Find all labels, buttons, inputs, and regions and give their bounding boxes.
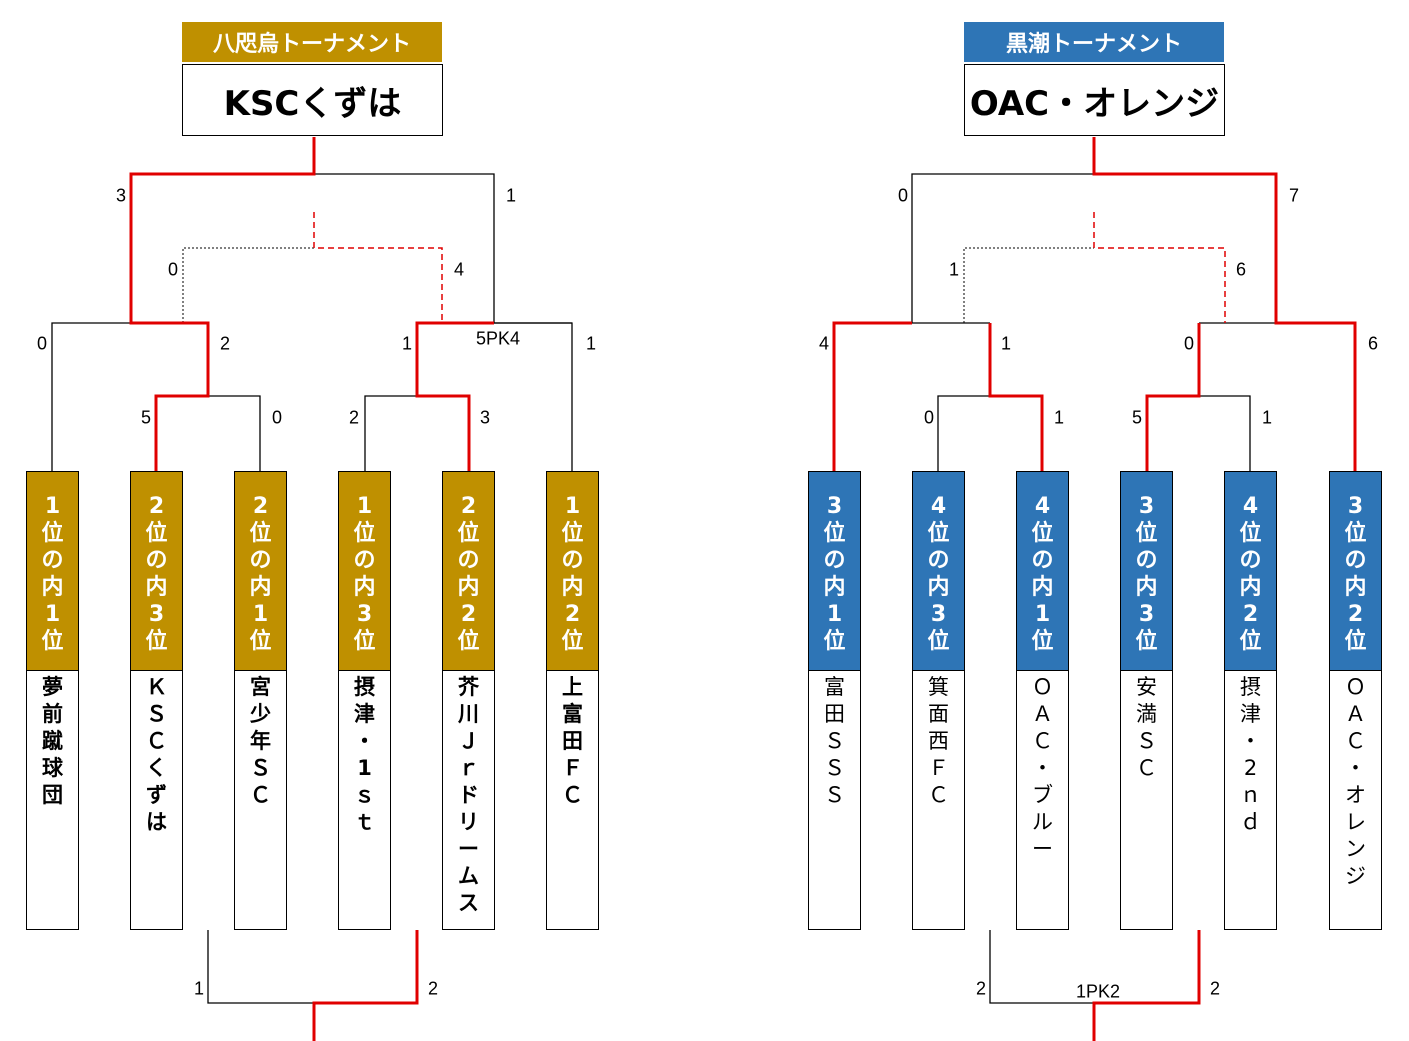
pk-score: 5PK4 [475,328,521,349]
score: 1 [585,333,597,354]
score: 6 [1235,259,1247,280]
score: 2 [1209,978,1221,999]
score: 4 [818,333,830,354]
left-dashed-lines [313,212,443,323]
score: 0 [36,333,48,354]
right-dashed-lines [1093,212,1226,323]
score: 2 [219,333,231,354]
score: 3 [115,185,127,206]
right-dotted-lines [963,247,1094,323]
score: 0 [271,407,283,428]
score: 5 [140,407,152,428]
left-dotted-lines [182,247,314,323]
score: 1 [401,333,413,354]
left-champion-box: KSCくずは [182,64,443,136]
score: 7 [1288,185,1300,206]
score: 1 [1261,407,1273,428]
pk-score: 1PK2 [1075,981,1121,1002]
score: 1 [193,978,205,999]
right-champion-box: OAC・オレンジ [964,64,1225,136]
score: 2 [427,978,439,999]
score: 1 [505,185,517,206]
score: 3 [479,407,491,428]
score: 1 [1053,407,1065,428]
score: 4 [453,259,465,280]
right-loss-lines [911,173,1276,1004]
left-tournament-title: 八咫烏トーナメント [182,22,442,62]
score: 2 [975,978,987,999]
score: 0 [1183,333,1195,354]
score: 0 [167,259,179,280]
score: 1 [1000,333,1012,354]
score: 0 [897,185,909,206]
right-tournament-title: 黒潮トーナメント [964,22,1224,62]
score: 2 [348,407,360,428]
left-win-lines [129,137,494,1041]
score: 1 [948,259,960,280]
score: 5 [1131,407,1143,428]
score: 6 [1367,333,1379,354]
team-name: 夢前蹴球団 [26,671,79,930]
right-win-lines [832,137,1357,1041]
score: 0 [923,407,935,428]
